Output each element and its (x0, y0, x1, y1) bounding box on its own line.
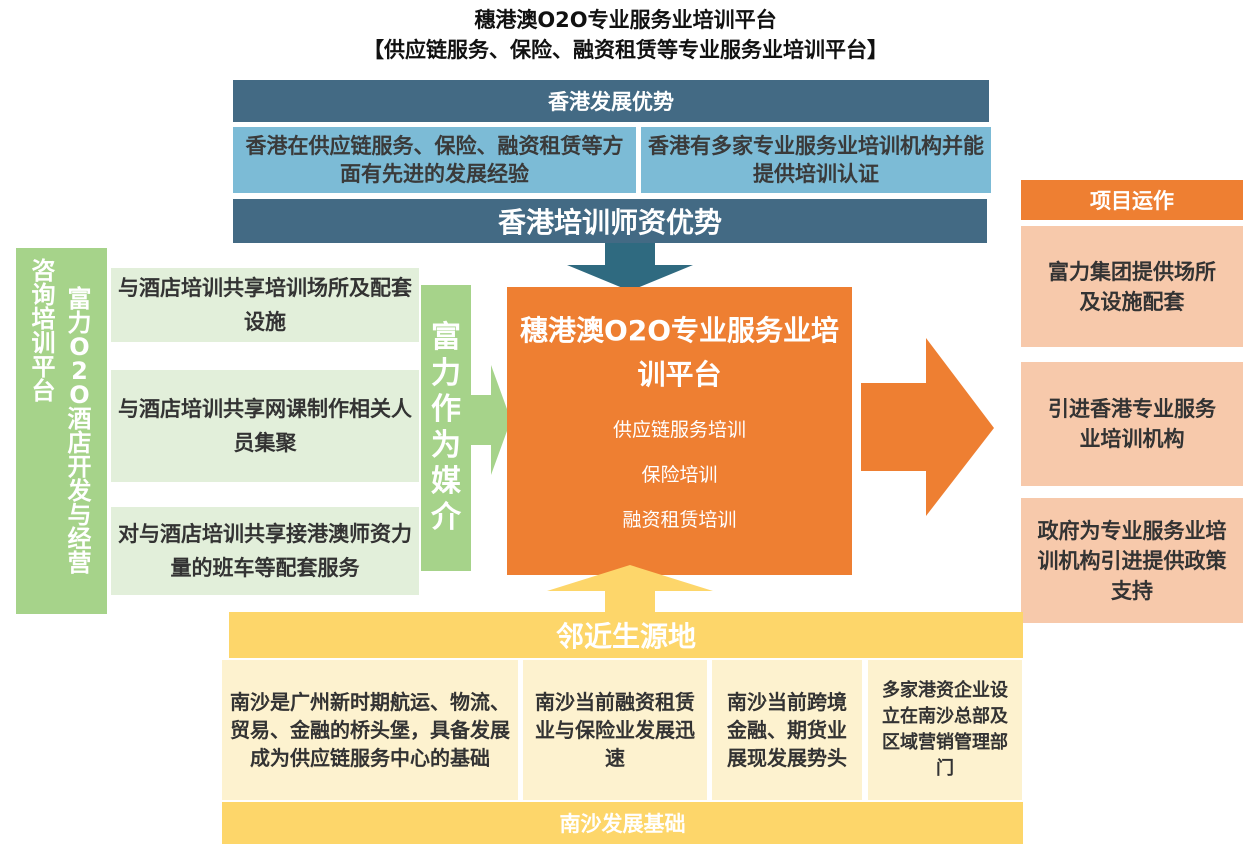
hk-advantage-header: 香港发展优势 (233, 80, 989, 122)
right-policy-box: 政府为专业服务业培训机构引进提供政策支持 (1021, 498, 1243, 623)
bottom-finance-box: 南沙当前跨境金融、期货业展现发展势头 (712, 660, 862, 800)
student-source-bar: 邻近生源地 (229, 612, 1023, 658)
right-hk-institution-box: 引进香港专业服务业培训机构 (1021, 362, 1243, 486)
bottom-leasing-box: 南沙当前融资租赁业与保险业发展迅速 (523, 660, 707, 800)
bottom-hub-box: 南沙是广州新时期航运、物流、贸易、金融的桥头堡，具备发展成为供应链服务中心的基础 (222, 660, 518, 800)
central-platform-title: 穗港澳O2O专业服务业培训平台 (519, 314, 840, 391)
bottom-hk-enterprise-box: 多家港资企业设立在南沙总部及区域营销管理部门 (868, 660, 1022, 800)
right-fuli-venue-box: 富力集团提供场所及设施配套 (1021, 226, 1243, 347)
page-subtitle: 【供应链服务、保险、融资租赁等专业服务业培训平台】 (363, 38, 888, 62)
project-operation-header: 项目运作 (1021, 180, 1243, 220)
central-platform-box: 穗港澳O2O专业服务业培训平台 供应链服务培训 保险培训 融资租赁培训 (507, 287, 852, 575)
page-title: 穗港澳O2O专业服务业培训平台 (474, 8, 777, 32)
left-share-online-box: 与酒店培训共享网课制作相关人员集聚 (111, 370, 419, 482)
left-vertical-col2: 咨询培训平台 (31, 257, 56, 405)
mediator-bar: 富力作为媒介 (421, 285, 471, 571)
mediator-label: 富力作为媒介 (431, 320, 461, 535)
left-vertical-platform: 咨询培训平台 富力O2O酒店开发与经营 (16, 248, 107, 614)
up-arrow-yellow (547, 565, 713, 613)
down-arrow-hk (567, 243, 693, 291)
hk-institution-box: 香港有多家专业服务业培训机构并能提供培训认证 (641, 127, 991, 193)
right-arrow-green (471, 365, 511, 475)
nansha-base-bar: 南沙发展基础 (222, 802, 1023, 844)
left-vertical-col1: 富力O2O酒店开发与经营 (67, 285, 92, 577)
hk-teacher-bar: 香港培训师资优势 (233, 199, 987, 243)
central-sub-item: 融资租赁培训 (622, 509, 737, 531)
left-share-venue-box: 与酒店培训共享培训场所及配套设施 (111, 268, 419, 342)
central-sub-item: 供应链服务培训 (612, 419, 746, 441)
hk-experience-box: 香港在供应链服务、保险、融资租赁等方面有先进的发展经验 (233, 127, 636, 193)
right-arrow-orange (861, 338, 994, 516)
left-share-shuttle-box: 对与酒店培训共享接港澳师资力量的班车等配套服务 (111, 507, 419, 595)
central-sub-item: 保险培训 (641, 464, 718, 486)
